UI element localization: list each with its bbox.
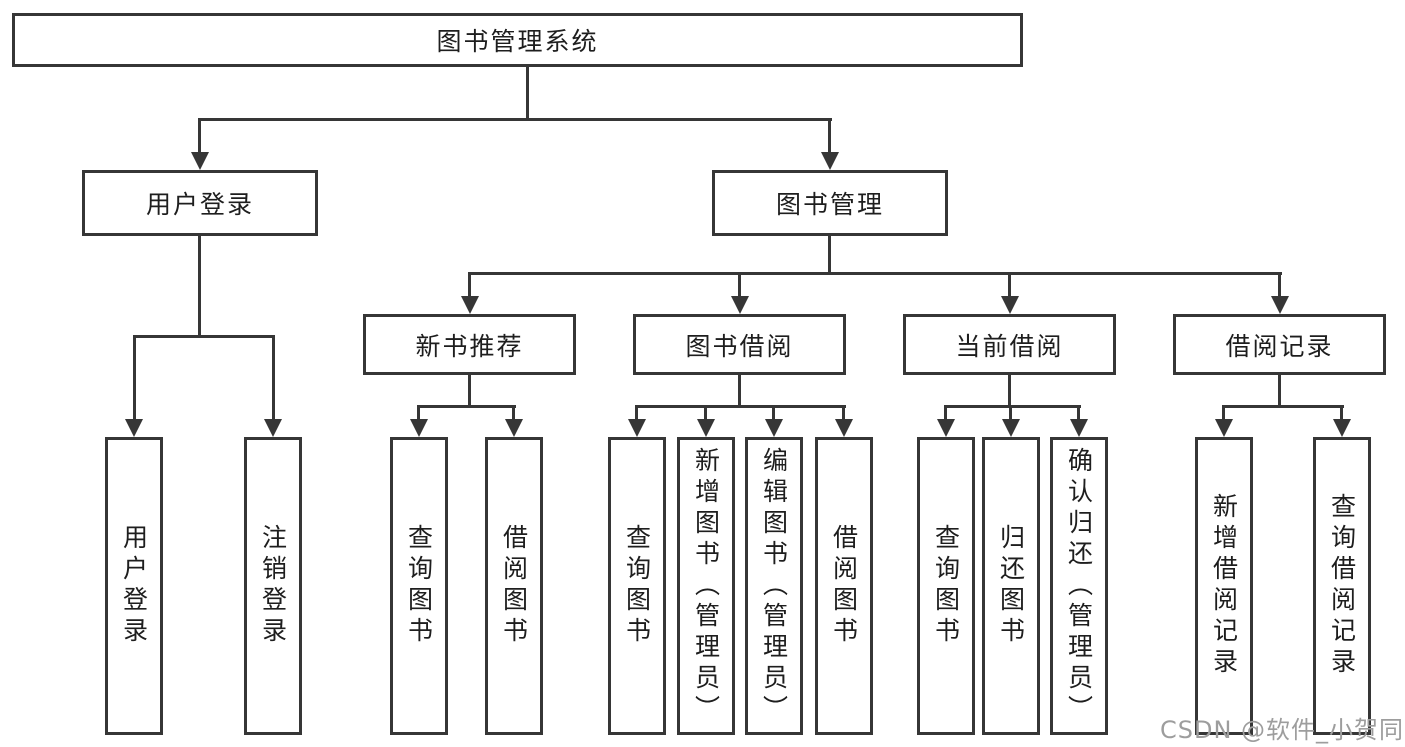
leaf-borrow-add-books-admin: 新增图书（管理员） [677, 437, 735, 735]
connector-line [1222, 405, 1344, 408]
connector-line [704, 405, 707, 422]
connector-line [526, 67, 529, 121]
connector-line [1340, 405, 1343, 422]
arrow-down-icon [264, 419, 282, 437]
arrow-down-icon [1070, 419, 1088, 437]
leaf-borrow-edit-books-admin: 编辑图书（管理员） [745, 437, 803, 735]
connector-line [772, 405, 775, 422]
leaf-records-add-record: 新增借阅记录 [1195, 437, 1253, 735]
arrow-down-icon [1333, 419, 1351, 437]
arrow-down-icon [125, 419, 143, 437]
node-library-system: 图书管理系统 [12, 13, 1023, 67]
connector-line [198, 118, 201, 154]
node-current-borrow: 当前借阅 [903, 314, 1116, 375]
arrow-down-icon [1215, 419, 1233, 437]
connector-line [198, 118, 832, 121]
connector-line [1278, 373, 1281, 408]
connector-line [468, 373, 471, 408]
leaf-recommend-borrow-books: 借阅图书 [485, 437, 543, 735]
arrow-down-icon [410, 419, 428, 437]
connector-line [635, 405, 638, 422]
arrow-down-icon [1002, 419, 1020, 437]
node-borrow-records: 借阅记录 [1173, 314, 1386, 375]
connector-line [417, 405, 420, 422]
leaf-current-confirm-return-admin: 确认归还（管理员） [1050, 437, 1108, 735]
connector-line [468, 272, 471, 299]
arrow-down-icon [1271, 296, 1289, 314]
connector-line [944, 405, 1081, 408]
leaf-current-query-books: 查询图书 [917, 437, 975, 735]
node-user-login: 用户登录 [82, 170, 318, 236]
connector-line [842, 405, 845, 422]
node-book-borrow: 图书借阅 [633, 314, 846, 375]
arrow-down-icon [461, 296, 479, 314]
arrow-down-icon [821, 152, 839, 170]
arrow-down-icon [937, 419, 955, 437]
leaf-borrow-query-books: 查询图书 [608, 437, 666, 735]
arrow-down-icon [505, 419, 523, 437]
connector-line [1008, 373, 1011, 408]
leaf-logout: 注销登录 [244, 437, 302, 735]
leaf-borrow-borrow-books: 借阅图书 [815, 437, 873, 735]
connector-line [417, 405, 516, 408]
leaf-user-login: 用户登录 [105, 437, 163, 735]
connector-line [1077, 405, 1080, 422]
arrow-down-icon [697, 419, 715, 437]
leaf-current-return-books: 归还图书 [982, 437, 1040, 735]
connector-line [469, 272, 1282, 275]
connector-line [198, 236, 201, 337]
connector-line [512, 405, 515, 422]
connector-line [1222, 405, 1225, 422]
node-book-management: 图书管理 [712, 170, 948, 236]
leaf-records-query-record: 查询借阅记录 [1313, 437, 1371, 735]
connector-line [133, 335, 136, 421]
connector-line [1278, 272, 1281, 299]
connector-line [133, 335, 275, 338]
arrow-down-icon [1001, 296, 1019, 314]
arrow-down-icon [731, 296, 749, 314]
watermark: CSDN @软件_小贺同学 [1160, 716, 1405, 744]
leaf-recommend-query-books: 查询图书 [390, 437, 448, 735]
node-new-book-recommend: 新书推荐 [363, 314, 576, 375]
connector-line [635, 405, 846, 408]
connector-line [738, 373, 741, 408]
connector-line [828, 118, 831, 154]
arrow-down-icon [628, 419, 646, 437]
connector-line [738, 272, 741, 299]
arrow-down-icon [191, 152, 209, 170]
connector-line [1008, 272, 1011, 299]
arrow-down-icon [835, 419, 853, 437]
connector-line [1009, 405, 1012, 422]
connector-line [828, 236, 831, 274]
arrow-down-icon [765, 419, 783, 437]
connector-line [272, 335, 275, 421]
connector-line [944, 405, 947, 422]
